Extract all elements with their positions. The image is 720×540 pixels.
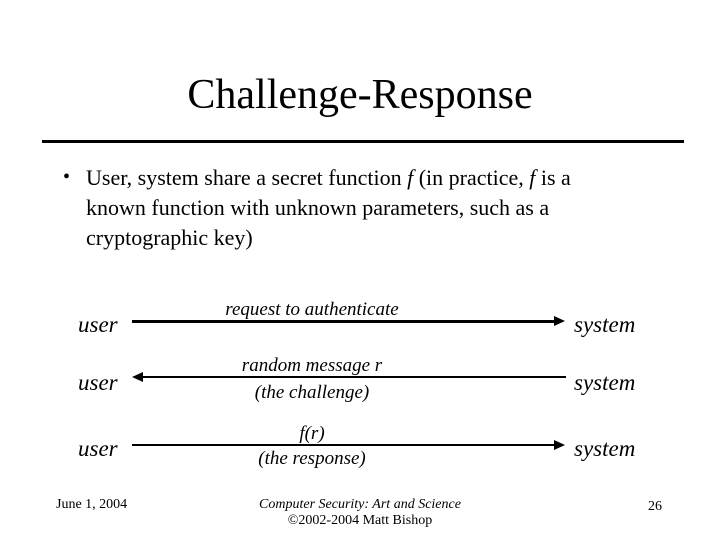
footer-date: June 1, 2004	[56, 497, 128, 512]
bullet-paragraph: • User, system share a secret function f…	[63, 163, 693, 253]
title-divider	[42, 140, 684, 143]
receiver-label: system	[574, 312, 636, 337]
arrow-line	[132, 320, 555, 323]
bullet-line-1: User, system share a secret function f (…	[86, 163, 693, 193]
receiver-label: system	[574, 436, 636, 461]
arrow-line	[132, 444, 554, 446]
footer-credit-copyright: ©2002-2004 Matt Bishop	[287, 513, 433, 528]
slide-title: Challenge-Response	[187, 72, 533, 118]
arrow-line	[143, 376, 566, 378]
message-sublabel: (the response)	[258, 448, 366, 469]
sender-label: user	[78, 312, 118, 337]
message-label: request to authenticate	[225, 299, 399, 320]
sender-label: user	[78, 436, 118, 461]
italic-f: f	[529, 165, 536, 190]
message-sublabel: (the challenge)	[254, 382, 370, 403]
italic-f: f	[407, 165, 414, 190]
bullet-text: is a	[535, 165, 571, 190]
footer-credit-title: Computer Security: Art and Science	[259, 497, 461, 512]
receiver-label: system	[574, 370, 636, 395]
bullet-line-2: known function with unknown parameters, …	[86, 195, 550, 220]
footer-credit: Computer Security: Art and Science ©2002…	[160, 497, 560, 529]
arrow-left-icon	[132, 372, 143, 382]
bullet-text: (in practice,	[413, 165, 530, 190]
message-label: f(r)	[299, 423, 325, 444]
arrow-right-icon	[554, 440, 565, 450]
message-label: random message r	[241, 355, 383, 376]
bullet-line-3: cryptographic key)	[86, 225, 253, 250]
page-number: 26	[648, 499, 662, 514]
bullet-text: User, system share a secret function	[86, 165, 408, 190]
arrow-right-icon	[554, 316, 565, 326]
bullet-marker: •	[63, 166, 71, 188]
sender-label: user	[78, 370, 118, 395]
